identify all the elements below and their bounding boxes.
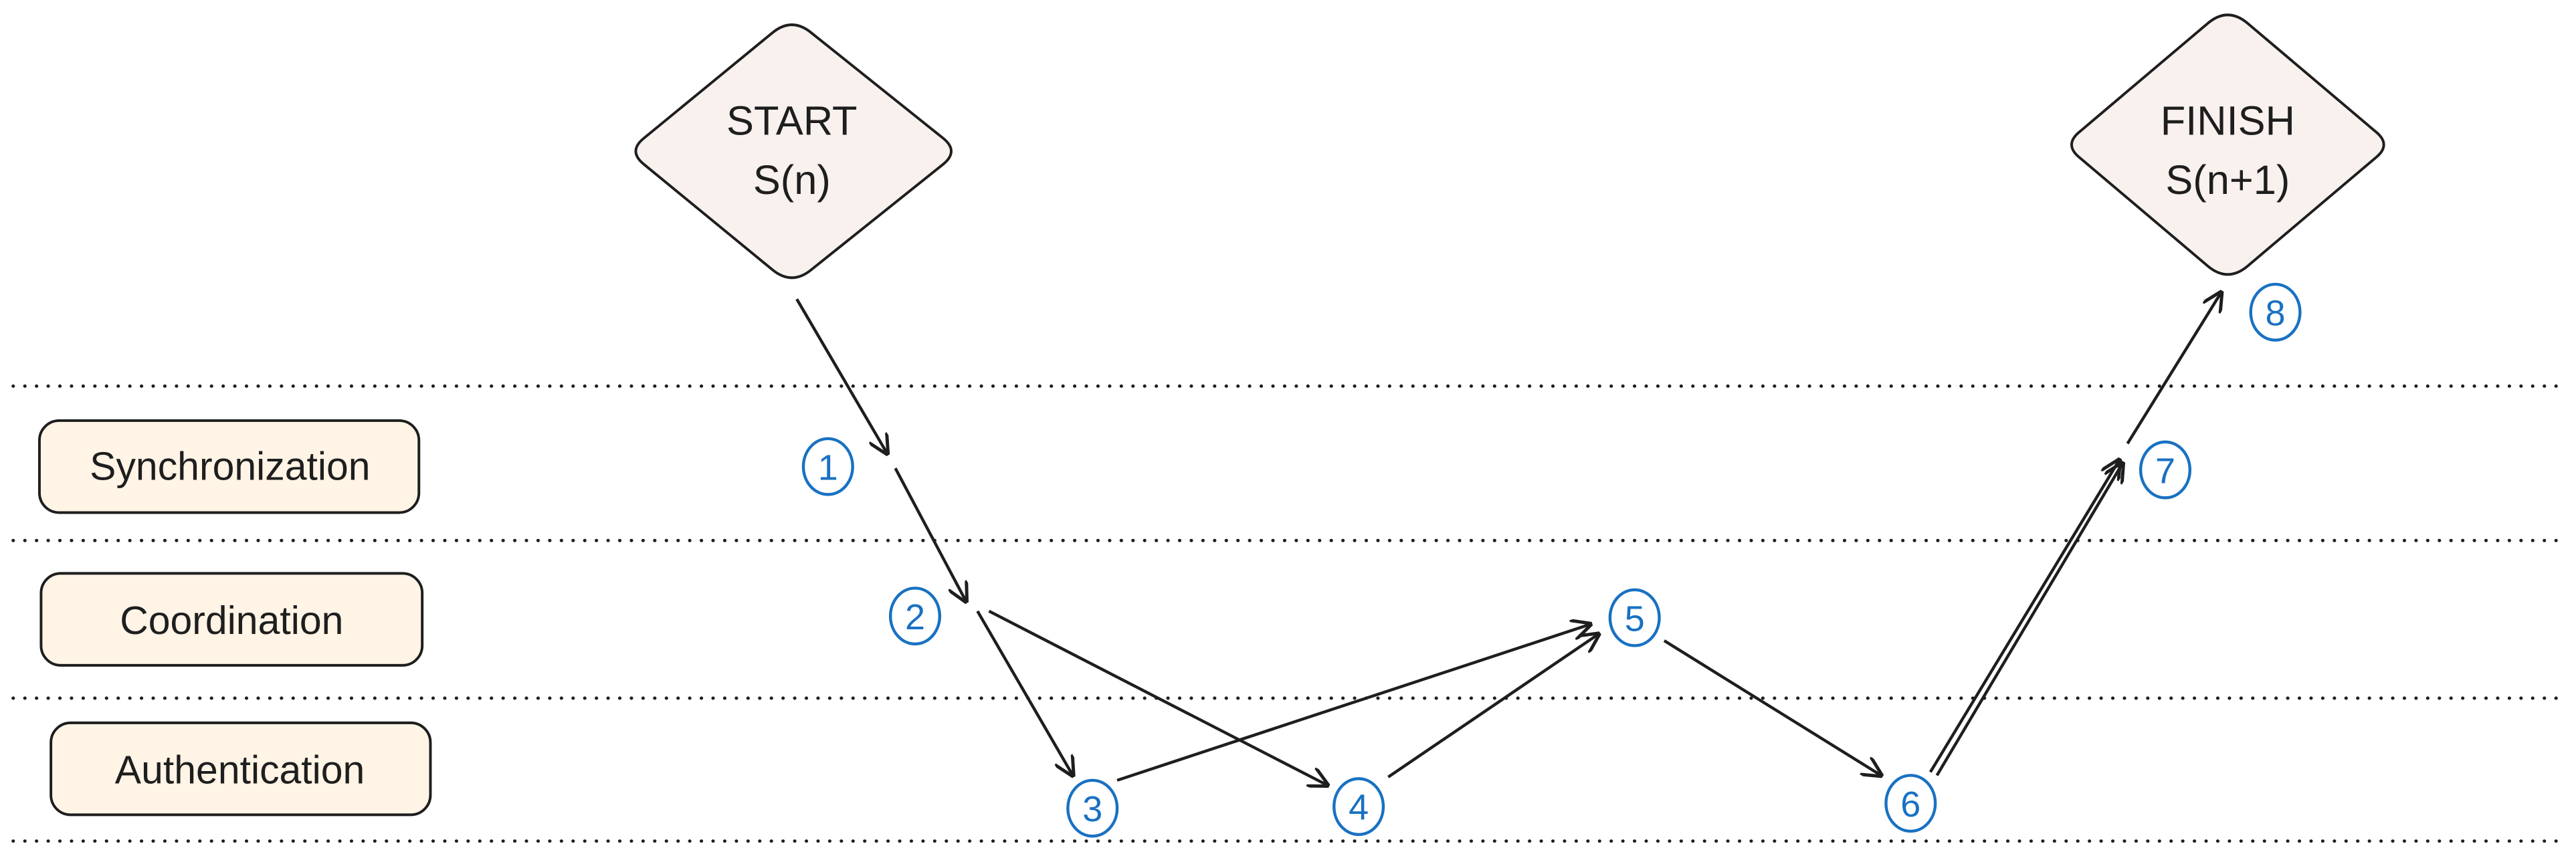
flow-arrow	[2126, 292, 2221, 445]
step-markers: 1 2 3 4 5 6 7 8	[801, 282, 2302, 838]
step-circle	[1608, 588, 1661, 647]
step-marker-4: 4	[1332, 777, 1385, 837]
step-number: 1	[818, 447, 838, 488]
step-circle	[2139, 440, 2192, 500]
lane-label-text: Coordination	[120, 599, 343, 643]
step-circle	[2249, 282, 2302, 342]
flow-arrow	[1935, 463, 2123, 776]
flow-arrow	[1928, 460, 2119, 773]
step-circle	[1066, 778, 1119, 838]
step-number: 8	[2266, 294, 2286, 334]
flow-arrow	[795, 298, 887, 453]
flow-arrow	[1387, 634, 1598, 778]
lane-label-text: Synchronization	[90, 445, 370, 488]
step-circle	[1332, 777, 1385, 837]
finish-node-state: S(n+1)	[2165, 157, 2290, 203]
start-node-title: START	[726, 98, 858, 144]
step-marker-7: 7	[2139, 440, 2192, 500]
step-circle	[1884, 774, 1937, 833]
step-marker-2: 2	[888, 586, 942, 646]
step-circle	[801, 437, 854, 496]
flow-arrow	[988, 609, 1328, 785]
step-marker-3: 3	[1066, 778, 1119, 838]
step-number: 3	[1082, 789, 1102, 829]
step-number: 2	[905, 597, 925, 637]
start-node-state: S(n)	[753, 157, 831, 203]
flow-arrow	[894, 467, 967, 601]
step-circle	[888, 586, 942, 646]
step-number: 4	[1349, 788, 1369, 828]
lane-label-text: Authentication	[115, 749, 365, 792]
finish-node[interactable]: FINISH S(n+1)	[2070, 13, 2385, 276]
step-marker-5: 5	[1608, 588, 1661, 647]
flow-arrow	[1116, 624, 1590, 782]
finish-node-title: FINISH	[2161, 98, 2295, 144]
flow-arrow	[976, 610, 1072, 776]
lane-label-coordination[interactable]: Coordination	[39, 572, 424, 667]
lane-label-synchronization[interactable]: Synchronization	[37, 419, 421, 514]
lane-label-authentication[interactable]: Authentication	[49, 721, 432, 817]
arrows	[795, 292, 2221, 785]
step-marker-1: 1	[801, 437, 854, 496]
step-number: 7	[2155, 451, 2175, 491]
flow-arrow	[1663, 639, 1881, 775]
step-marker-8: 8	[2249, 282, 2302, 342]
step-marker-6: 6	[1884, 774, 1937, 833]
start-node[interactable]: START S(n)	[634, 23, 953, 280]
step-number: 5	[1625, 599, 1645, 639]
step-number: 6	[1900, 784, 1920, 825]
